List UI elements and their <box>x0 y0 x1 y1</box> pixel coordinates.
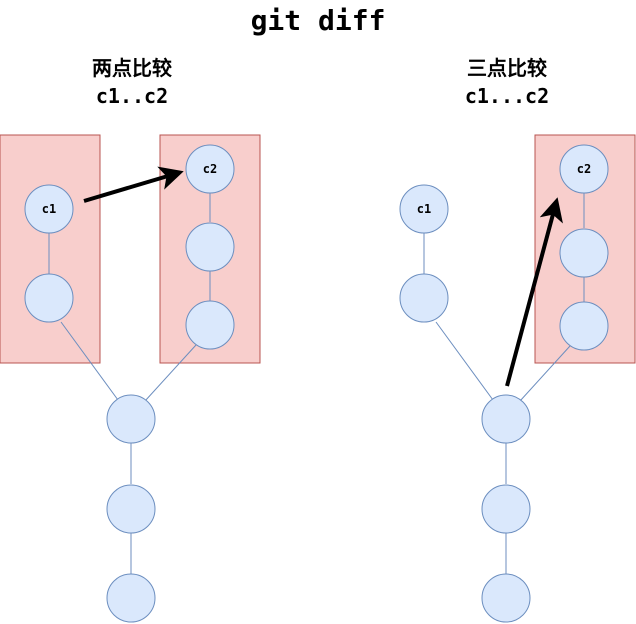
right-merge-base-node <box>481 394 531 444</box>
left-commit-c1-label: c1 <box>42 202 56 216</box>
left-commit-node <box>106 573 156 623</box>
right-commit-c2-label: c2 <box>577 162 591 176</box>
right-commit-node <box>481 484 531 534</box>
left-commit-node <box>106 484 156 534</box>
left-heading: 两点比较 <box>92 56 172 80</box>
left-highlight-box-c1 <box>0 134 101 364</box>
right-commit-c1 <box>399 184 449 234</box>
right-commit-node <box>559 301 609 351</box>
right-edge <box>435 321 494 401</box>
left-expression: c1..c2 <box>96 84 168 108</box>
right-commit-node <box>481 573 531 623</box>
right-heading: 三点比较 <box>467 56 547 80</box>
left-diagram: c1 c2 <box>0 134 261 623</box>
left-edge <box>144 344 197 402</box>
right-diagram: c1 c2 <box>399 134 636 623</box>
left-commit-node <box>185 300 235 350</box>
right-diff-arrow <box>505 197 563 387</box>
right-edge <box>519 345 571 402</box>
left-commit-c2-label: c2 <box>203 162 217 176</box>
left-commit-node <box>24 273 74 323</box>
right-commit-node <box>399 273 449 323</box>
left-commit-node <box>185 222 235 272</box>
left-commit-c1 <box>24 184 74 234</box>
right-commit-c1-label: c1 <box>417 202 431 216</box>
left-edge <box>60 321 119 401</box>
diagram-title: git diff <box>251 4 386 37</box>
right-expression: c1...c2 <box>465 84 549 108</box>
left-merge-base-node <box>106 394 156 444</box>
left-commit-c2 <box>185 144 235 194</box>
right-commit-node <box>559 228 609 278</box>
left-diff-arrow <box>83 166 184 203</box>
right-commit-c2 <box>559 144 609 194</box>
